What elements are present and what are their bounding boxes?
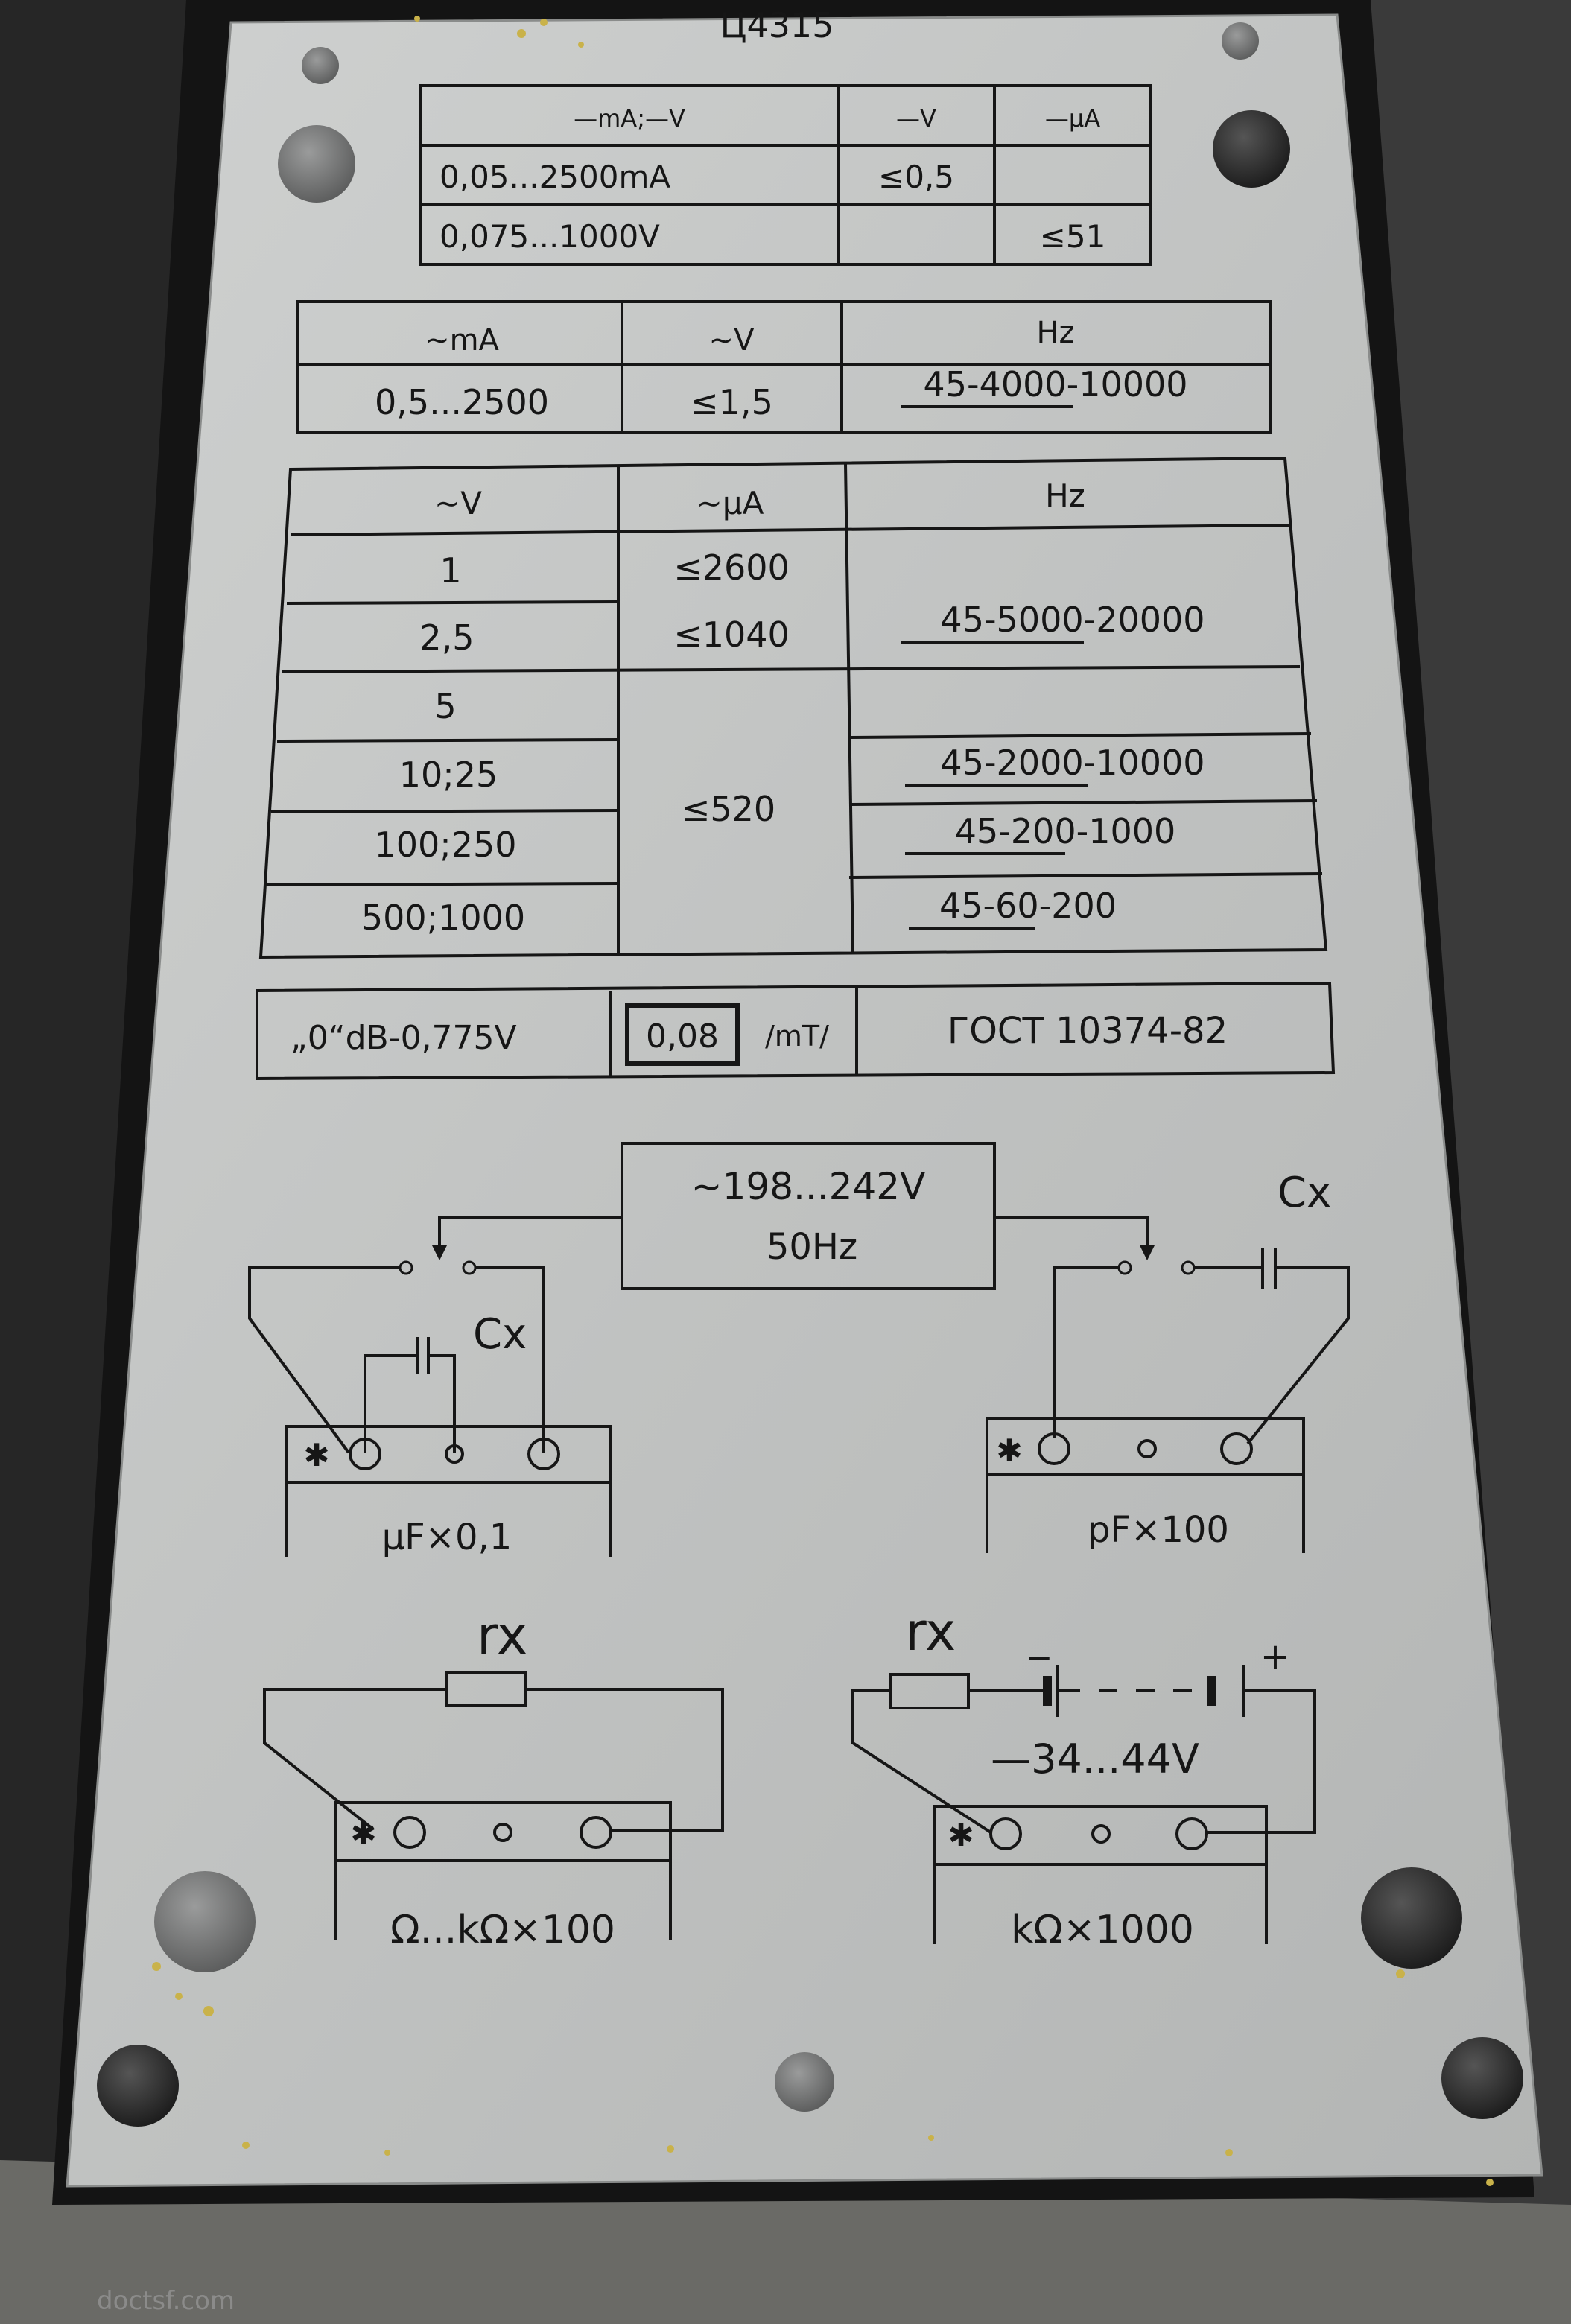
ac-voltage-freq-4: 45-60-200 (939, 886, 1117, 926)
battery-minus: − (1026, 1639, 1053, 1677)
screws (97, 22, 1523, 2127)
dc-row2-ua: ≤51 (1040, 218, 1106, 255)
screw-icon (1222, 22, 1259, 60)
screw-icon (97, 2045, 179, 2127)
ac-voltage-header-hz: Hz (1045, 477, 1085, 514)
screw-icon (1213, 110, 1290, 188)
star-icon: ✱ (996, 1432, 1022, 1469)
ac-voltage-range-3: 5 (434, 686, 456, 726)
resistance-circuits (263, 1665, 1316, 1944)
table-ac-current (296, 300, 1272, 434)
supply-box (621, 1142, 996, 1290)
ac-voltage-current-3: ≤520 (682, 789, 775, 829)
battery-plus: + (1260, 1636, 1290, 1677)
dc-header-ma-v: —mA;—V (574, 104, 685, 133)
capacitance-circuits (248, 1216, 1350, 1557)
ac-voltage-range-6: 500;1000 (361, 898, 525, 938)
rx-label-right: rx (905, 1601, 956, 1663)
cx-label-right: Cx (1278, 1169, 1331, 1217)
screw-icon (154, 1871, 256, 1972)
ac-voltage-range-2: 2,5 (419, 617, 474, 658)
info-row (256, 981, 1336, 1081)
freq-underlines (901, 641, 1088, 930)
ac-voltage-freq-3: 45-200-1000 (955, 811, 1176, 851)
ac-current-header-v: ∼V (709, 323, 755, 358)
ac-voltage-header-v: ∼V (434, 485, 482, 521)
ac-current-header-ma: ∼mA (425, 323, 499, 358)
field-unit: /mT/ (765, 1020, 829, 1053)
screw-icon (302, 47, 339, 84)
capacitance-arrows (432, 1245, 1155, 1260)
dc-header-v: —V (896, 104, 936, 133)
db-reference: „0“dB-0,775V (291, 1019, 517, 1057)
uf-scale-label: μF×0,1 (382, 1517, 512, 1558)
supply-voltage: ∼198...242V (691, 1165, 926, 1208)
cx-label-left: Cx (473, 1310, 527, 1359)
dc-row2-range: 0,075...1000V (439, 218, 660, 255)
ac-voltage-freq-1: 45-5000-20000 (940, 600, 1205, 640)
ac-voltage-current-2: ≤1040 (673, 615, 790, 655)
kohm-scale-label: kΩ×1000 (1011, 1908, 1194, 1952)
ac-current-header-hz: Hz (1036, 316, 1074, 350)
gost-standard: ГОСТ 10374-82 (948, 1010, 1228, 1052)
dust-specks (152, 16, 1494, 2186)
ac-voltage-header-ua: ∼μA (696, 485, 764, 521)
screw-icon (1441, 2037, 1523, 2119)
ac-voltage-range-4: 10;25 (399, 755, 498, 795)
dc-row1-range: 0,05...2500mA (439, 159, 670, 195)
table-dc (419, 84, 1152, 266)
field-value: 0,08 (646, 1017, 719, 1055)
star-icon: ✱ (350, 1815, 376, 1852)
ac-current-range: 0,5...2500 (375, 382, 549, 422)
screw-icon (278, 125, 355, 203)
ac-voltage-range-1: 1 (439, 550, 461, 591)
screw-icon (775, 2052, 834, 2112)
dc-row1-v: ≤0,5 (878, 159, 954, 195)
metal-plate (66, 13, 1543, 2188)
watermark: doctsf.com (97, 2286, 235, 2316)
star-icon: ✱ (303, 1437, 329, 1473)
battery-plates (1043, 1676, 1216, 1706)
ac-current-hz: 45-4000-10000 (923, 364, 1187, 404)
ac-voltage-current-1: ≤2600 (673, 547, 790, 588)
rx-label-left: rx (477, 1605, 527, 1666)
ohm-scale-label: Ω...kΩ×100 (390, 1908, 615, 1952)
ac-voltage-range-5: 100;250 (374, 825, 516, 865)
table-ac-voltage (258, 456, 1328, 959)
model-label: Ц4315 (720, 5, 834, 45)
ac-voltage-freq-2: 45-2000-10000 (940, 743, 1205, 783)
dc-header-ua: —μA (1045, 104, 1100, 133)
screw-icon (1361, 1867, 1462, 1969)
supply-frequency: 50Hz (767, 1226, 857, 1268)
battery-voltage: —34...44V (991, 1736, 1199, 1782)
pf-scale-label: pF×100 (1088, 1509, 1229, 1551)
star-icon: ✱ (948, 1817, 974, 1853)
ac-current-v: ≤1,5 (690, 382, 773, 422)
